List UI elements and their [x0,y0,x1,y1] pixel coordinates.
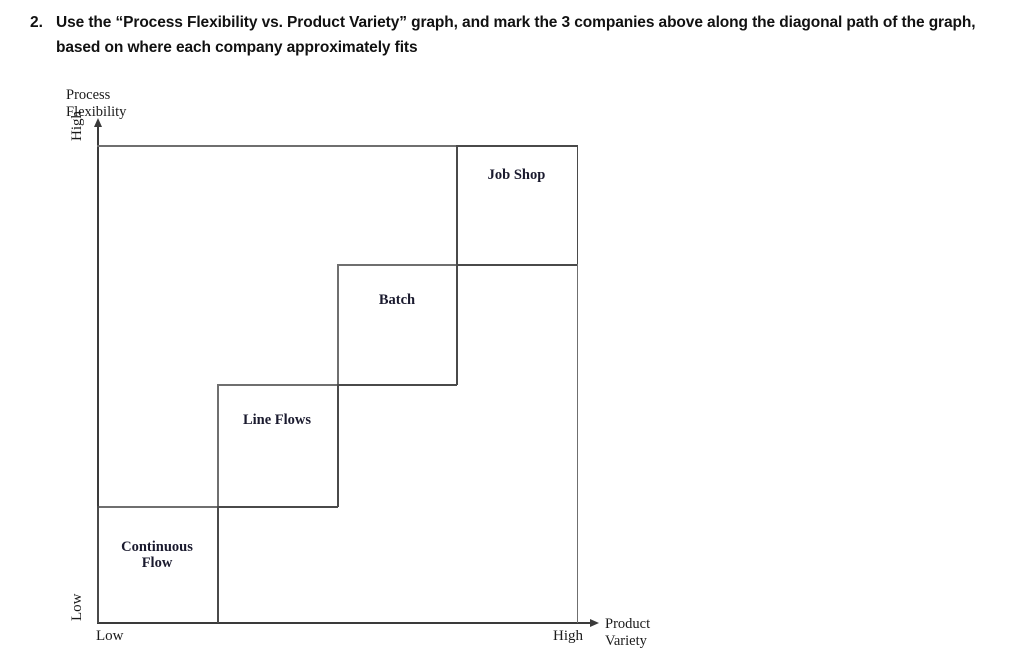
y-axis-title: Process Flexibility [66,87,127,120]
x-axis-title: Product Variety [605,616,651,649]
x-axis-tick-low: Low [96,628,124,644]
cell-label-continuous-flow: Continuous Flow [121,539,193,571]
batch-box-bottom [337,384,457,386]
job-shop-box-bottom [456,264,578,266]
y-axis-arrow-icon [93,118,102,127]
line-flows-box-left [217,384,219,507]
cell-label-batch: Batch [378,292,416,308]
continuous-flow-box-right [217,506,219,623]
line-flows-box-right [337,384,339,507]
continuous-flow-box-left [97,506,99,623]
staircase-top-line-left [97,145,457,147]
job-shop-box-right [576,145,578,265]
batch-box-right [456,264,458,385]
plot-right-border [576,264,578,623]
y-axis-line [97,125,99,623]
line-flows-box-top [217,384,337,386]
continuous-flow-box-top [97,506,217,508]
cell-label-job-shop: Job Shop [487,167,546,183]
product-process-matrix-figure: Process Flexibility Product Variety High… [0,78,720,664]
y-axis-tick-low: Low [69,593,85,622]
question-number: 2. [30,14,43,31]
line-flows-box-bottom [217,506,338,508]
batch-box-left [337,264,339,385]
job-shop-box-top [456,145,578,147]
job-shop-box-left [456,145,458,265]
question-block: 2. Use the “Process Flexibility vs. Prod… [30,10,1005,60]
batch-box-top [337,264,457,266]
question-text: Use the “Process Flexibility vs. Product… [56,14,976,56]
x-axis-tick-high: High [553,628,583,644]
x-axis-arrow-icon [590,618,599,627]
x-axis-line [97,622,594,624]
cell-label-line-flows: Line Flows [242,412,312,428]
y-axis-tick-high: High [69,111,85,141]
